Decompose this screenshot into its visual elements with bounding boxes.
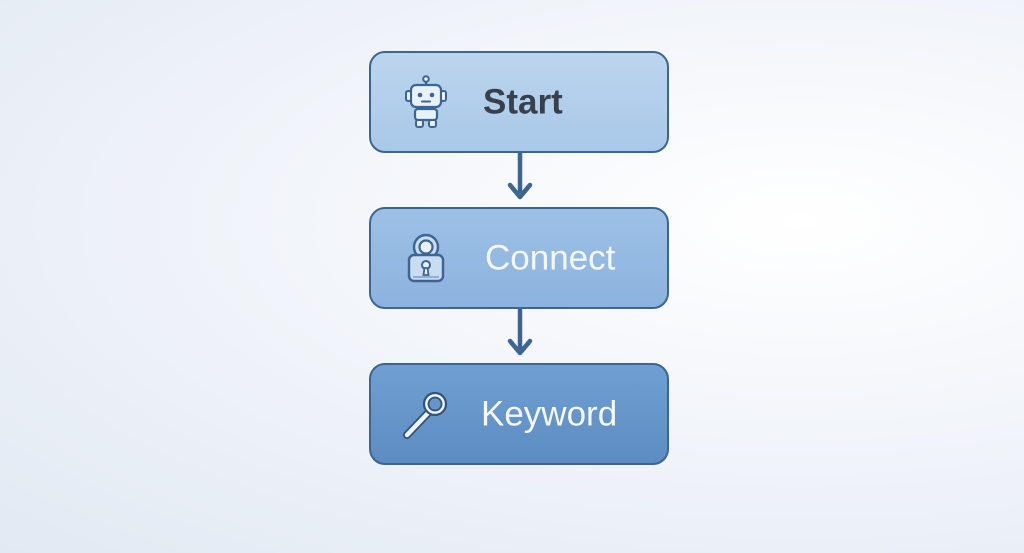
key-icon — [403, 391, 448, 439]
flow-node-start[interactable]: Start — [369, 51, 669, 153]
flow-node-connect[interactable]: Connect — [369, 207, 669, 309]
flow-arrow-start-connect — [507, 153, 533, 200]
robot-icon — [405, 75, 447, 128]
flow-arrow-connect-keyword — [507, 309, 533, 356]
node-label-connect: Connect — [485, 238, 616, 278]
lock-icon — [407, 233, 445, 283]
node-label-keyword: Keyword — [481, 394, 618, 434]
flow-node-keyword[interactable]: Keyword — [369, 363, 669, 465]
node-label-start: Start — [483, 82, 563, 122]
